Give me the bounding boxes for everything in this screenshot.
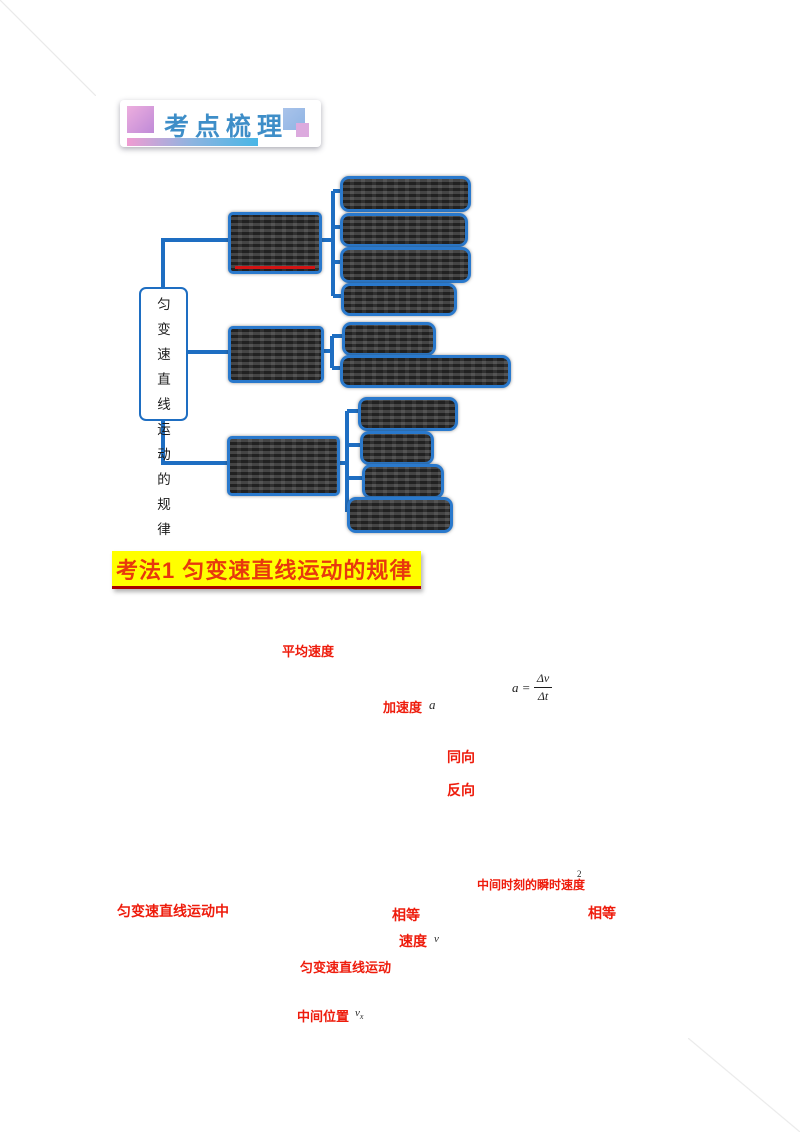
branch-3-child-1-redacted-box [358,397,458,431]
answer-velocity: 速度 [399,933,427,949]
branch-1-child-1-redacted-box [340,176,471,212]
branch-1-child-4-redacted-box [341,283,457,316]
formula-lhs: a [512,679,519,695]
answer-mid-position: 中间位置 [297,1009,350,1024]
fraction-denominator: Δt [533,687,553,704]
answer-opposite-direction: 反向 [447,782,475,798]
mindmap-branch-1-redacted-box [228,212,322,274]
corner-cut-bottom-right [688,1038,800,1132]
answer-average-velocity: 平均速度 [282,644,335,659]
mindmap-branch-2-redacted-box [228,326,324,383]
math-var-a: a [429,697,436,712]
mindmap-branch-3-redacted-box [227,436,340,496]
answer-uniform-motion-2: 匀变速直线运动 [300,960,392,975]
answer-same-direction: 同向 [447,749,475,765]
corner-cut-top-left [0,0,96,96]
decor-gradient-underbar [127,138,258,146]
math-var-v-1: v [434,933,439,945]
badge-title: 考点梳理 [164,113,289,141]
decor-square-pink-small-icon [296,123,309,137]
answer-acceleration: 加速度 [383,700,423,715]
branch-3-child-4-redacted-box [347,497,453,533]
answer-uniform-motion: 匀变速直线运动中 [117,903,229,919]
branch-1-child-3-redacted-box [340,247,471,283]
math-var-v-sub-x: vx [355,1007,364,1022]
answer-midtime-velocity: 中间时刻的瞬时速度 [477,878,586,892]
branch-1-child-2-redacted-box [340,213,468,247]
branch-3-child-3-redacted-box [362,464,444,499]
formula-equals: = [522,679,530,695]
branch-2-child-1-redacted-box [342,322,436,356]
fraction-numerator: Δv [536,671,550,685]
branch-2-child-2-redacted-box [340,355,511,388]
section-badge: 考点梳理 [120,100,321,147]
branch-3-child-2-redacted-box [360,431,434,465]
mindmap-root-node: 匀变速直线运动的规律 [139,287,188,537]
answer-equal-2: 相等 [588,905,616,921]
acceleration-fraction-formula: a = Δv Δt [512,671,553,704]
branch-1-red-underline [235,266,315,269]
answer-equal-1: 相等 [392,907,420,923]
formula-fraction: Δv Δt [533,671,553,704]
section-heading: 考法1 匀变速直线运动的规律 [112,551,422,589]
decor-square-pink-icon [127,106,154,133]
mindmap-root-label: 匀变速直线运动的规律 [157,297,173,537]
math-superscript-2: 2 [577,869,582,879]
